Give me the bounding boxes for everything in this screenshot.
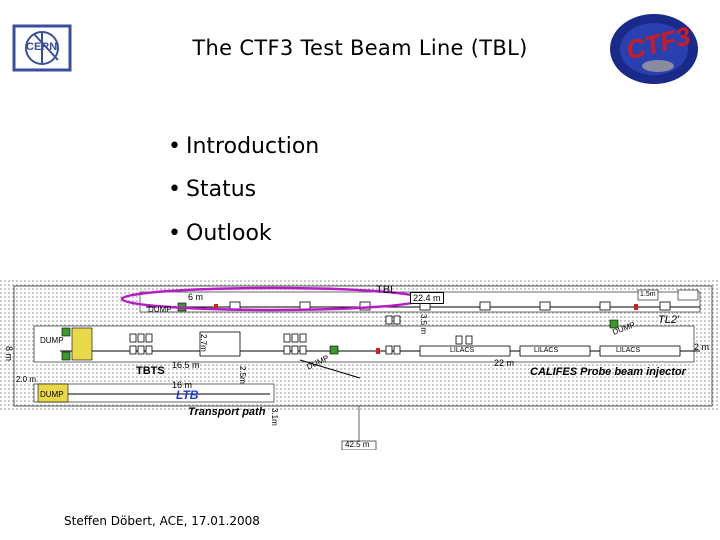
dump-transport-label: DUMP — [40, 390, 64, 399]
cern-logo-text: CERN — [26, 41, 58, 53]
tbl-label: TBL — [376, 284, 397, 296]
len-3-1-label: 3.1m — [270, 408, 279, 426]
beam-line-layout — [0, 280, 720, 451]
transport-path-label: Transport path — [188, 406, 266, 418]
page-title: The CTF3 Test Beam Line (TBL) — [192, 36, 528, 60]
beam-line-diagram: TBL 22.4 m 6 m DUMP DUMP DUMP DUMP DUMP … — [0, 280, 720, 451]
califes-label: CALIFES Probe beam injector — [530, 366, 686, 378]
bullet-introduction: •Introduction — [168, 134, 319, 159]
bullet-dot-icon: • — [168, 177, 181, 202]
len-2-7-label: 2.7m — [199, 334, 208, 352]
tbts-label: TBTS — [136, 365, 165, 377]
len-22-4-label: 22.4 m — [410, 292, 444, 304]
cern-logo-icon — [12, 24, 72, 72]
len-16-label: 16 m — [172, 380, 193, 390]
lilac-label-2: LILACS — [534, 347, 559, 354]
bullet-outlook: •Outlook — [168, 221, 272, 246]
len-2-label: 2 m — [694, 342, 710, 352]
lilac-label-3: LILACS — [616, 347, 641, 354]
len-22-label: 22 m — [494, 358, 515, 368]
bullet-dot-icon: • — [168, 221, 181, 246]
bullet-status: •Status — [168, 177, 256, 202]
dump-tbl-label: DUMP — [148, 305, 172, 314]
footer-author-date: Steffen Döbert, ACE, 17.01.2008 — [64, 514, 260, 528]
len-42-5-label: 42.5 m — [345, 440, 370, 449]
hall-wall — [13, 285, 713, 407]
bullet-dot-icon: • — [168, 134, 181, 159]
len-16-5-label: 16.5 m — [172, 360, 200, 370]
ltb-label: LTB — [176, 388, 199, 402]
bullet-text: Outlook — [186, 221, 272, 246]
lilac-label-1: LILACS — [450, 347, 475, 354]
dump-left-label: DUMP — [40, 336, 64, 345]
len-2-5-label: 2.5m — [238, 366, 247, 384]
tl2-label: TL2' — [658, 314, 680, 326]
len-3-5-label: 3.5 m — [419, 314, 428, 335]
len-6-label: 6 m — [188, 292, 204, 302]
cern-logo: CERN — [12, 24, 72, 72]
ctf3-logo: CTF3 — [606, 10, 702, 88]
len-2-0-label: 2.0 m — [16, 375, 37, 384]
bullet-text: Introduction — [186, 134, 320, 159]
bullet-text: Status — [186, 177, 257, 202]
len-8-label: 8 m — [4, 346, 14, 362]
ctf3-logo-icon — [610, 14, 698, 84]
len-1-5-label: 1.5m — [640, 291, 656, 298]
